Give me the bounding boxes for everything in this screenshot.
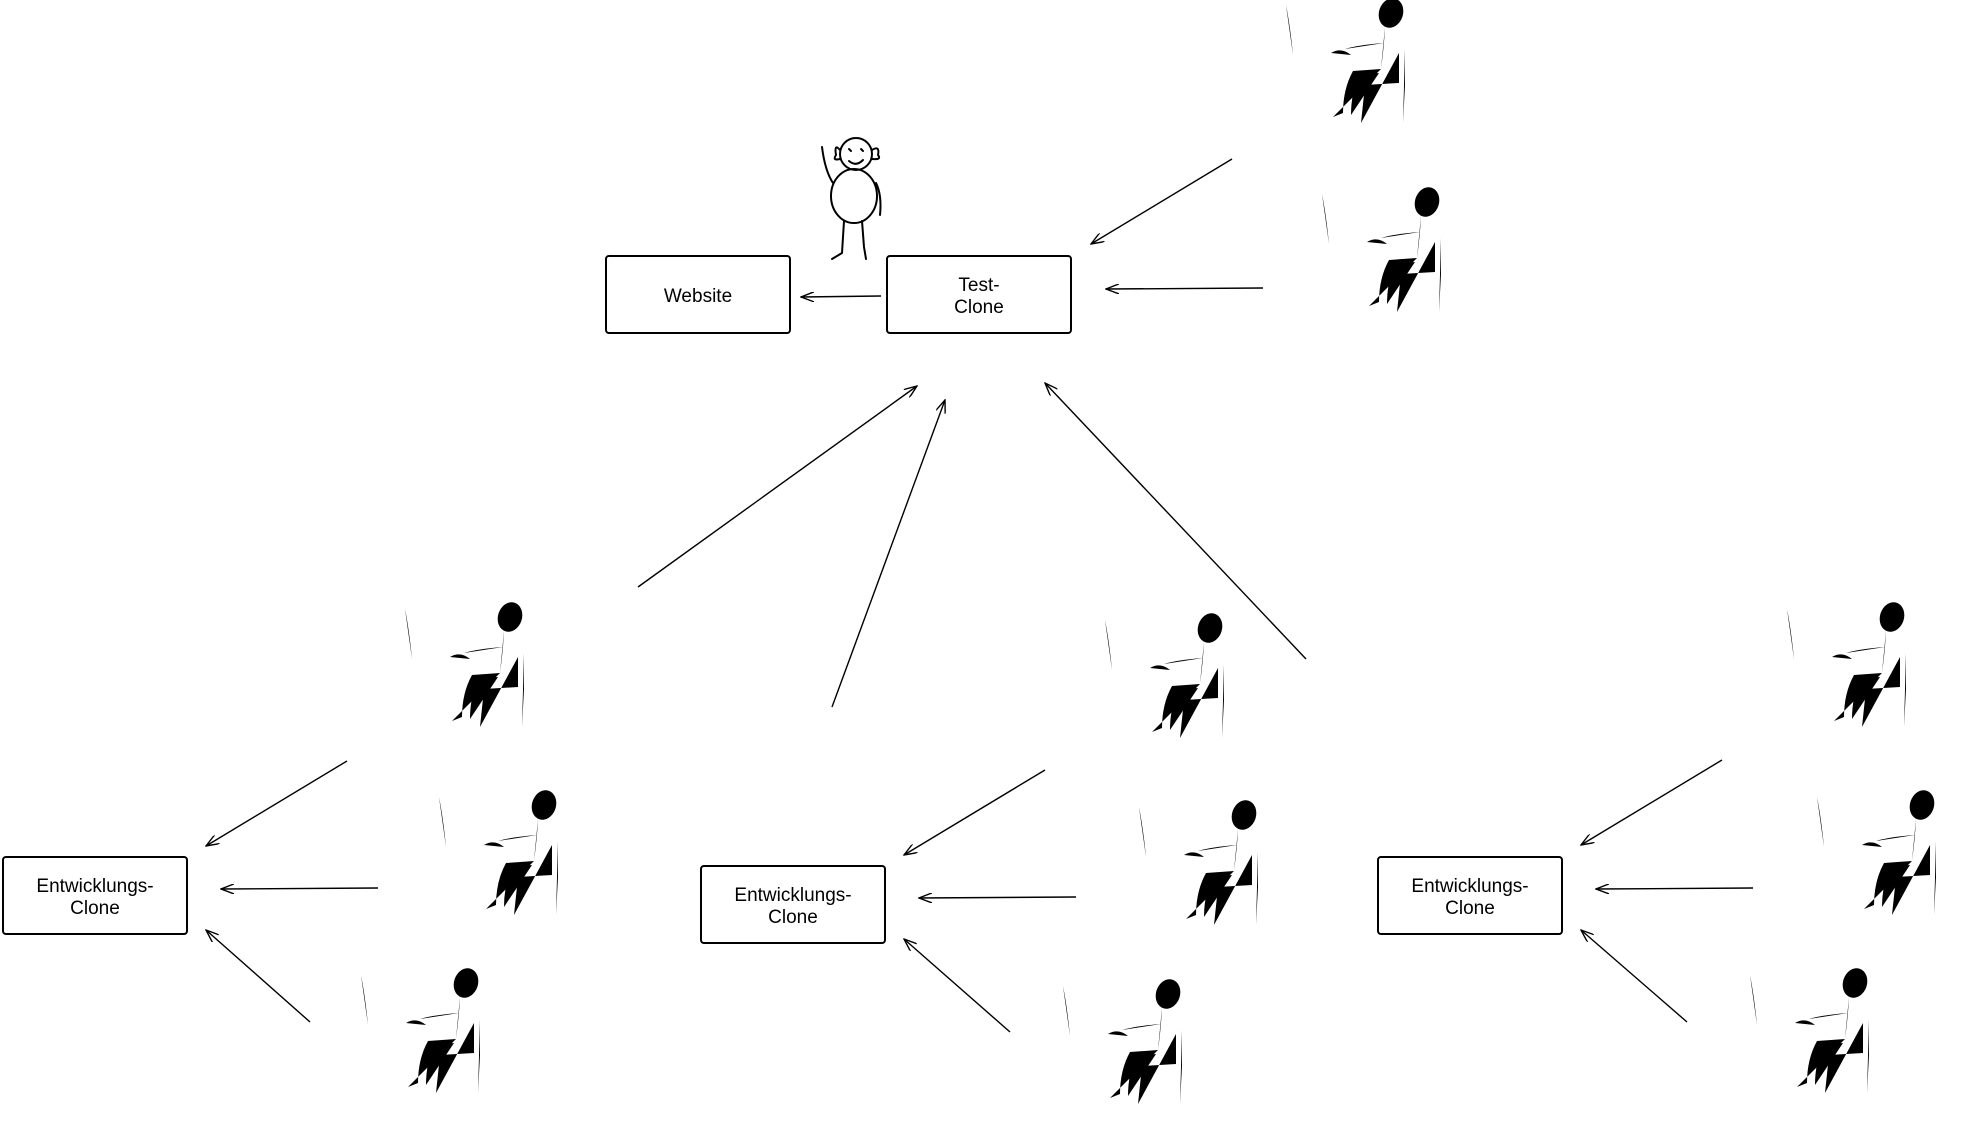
arrow-test-to-website xyxy=(801,296,882,297)
arrow-devmid-to-test xyxy=(831,400,945,708)
developer-right-1-icon xyxy=(1756,599,1909,727)
developer-middle-3-icon xyxy=(1032,976,1185,1104)
arrow-r3-to-devright xyxy=(1581,930,1688,1023)
arrow-devright-to-test xyxy=(1045,383,1307,660)
dev-clone-left-box: Entwicklungs- Clone xyxy=(2,856,188,935)
arrow-r1-to-devright xyxy=(1581,759,1723,845)
website-box: Website xyxy=(605,255,791,334)
developer-right-2-icon xyxy=(1786,787,1939,915)
dev-clone-middle-label-line2: Clone xyxy=(768,907,818,928)
dev-clone-left-label-line2: Clone xyxy=(70,898,120,919)
tester-top-icon xyxy=(1255,0,1408,124)
developer-left-3-icon xyxy=(330,965,483,1093)
arrow-m2-to-devmid xyxy=(919,897,1077,898)
dev-clone-middle-label-line1: Entwicklungs- xyxy=(734,885,851,906)
customer-girl-icon xyxy=(821,137,882,260)
developer-middle-1-icon xyxy=(1074,610,1227,738)
dev-clone-right-box: Entwicklungs- Clone xyxy=(1377,856,1563,935)
developer-left-1-icon xyxy=(374,599,527,727)
developer-right-3-icon xyxy=(1719,965,1872,1093)
arrow-m1-to-devmid xyxy=(904,769,1046,855)
dev-clone-right-label-line2: Clone xyxy=(1445,898,1495,919)
test-clone-label-line2: Clone xyxy=(954,297,1004,318)
dev-clone-left-label-line1: Entwicklungs- xyxy=(36,876,153,897)
developer-middle-2-icon xyxy=(1108,797,1261,925)
dev-clone-middle-box: Entwicklungs- Clone xyxy=(700,865,886,944)
developer-left-2-icon xyxy=(408,787,561,915)
arrows xyxy=(206,158,1754,1033)
arrow-devleft-to-test xyxy=(637,386,917,588)
test-clone-label-line1: Test- xyxy=(958,275,999,296)
dev-clone-right-label-line1: Entwicklungs- xyxy=(1411,876,1528,897)
arrow-l3-to-devleft xyxy=(206,930,311,1023)
tester-middle-icon xyxy=(1291,184,1444,312)
arrow-l2-to-devleft xyxy=(221,888,379,889)
arrow-tester1-to-test xyxy=(1091,158,1233,244)
website-label: Website xyxy=(664,286,732,307)
arrow-m3-to-devmid xyxy=(904,939,1011,1033)
arrow-l1-to-devleft xyxy=(206,760,348,846)
arrow-r2-to-devright xyxy=(1596,888,1754,889)
test-clone-box: Test- Clone xyxy=(886,255,1072,334)
arrow-tester2-to-test xyxy=(1106,288,1264,289)
